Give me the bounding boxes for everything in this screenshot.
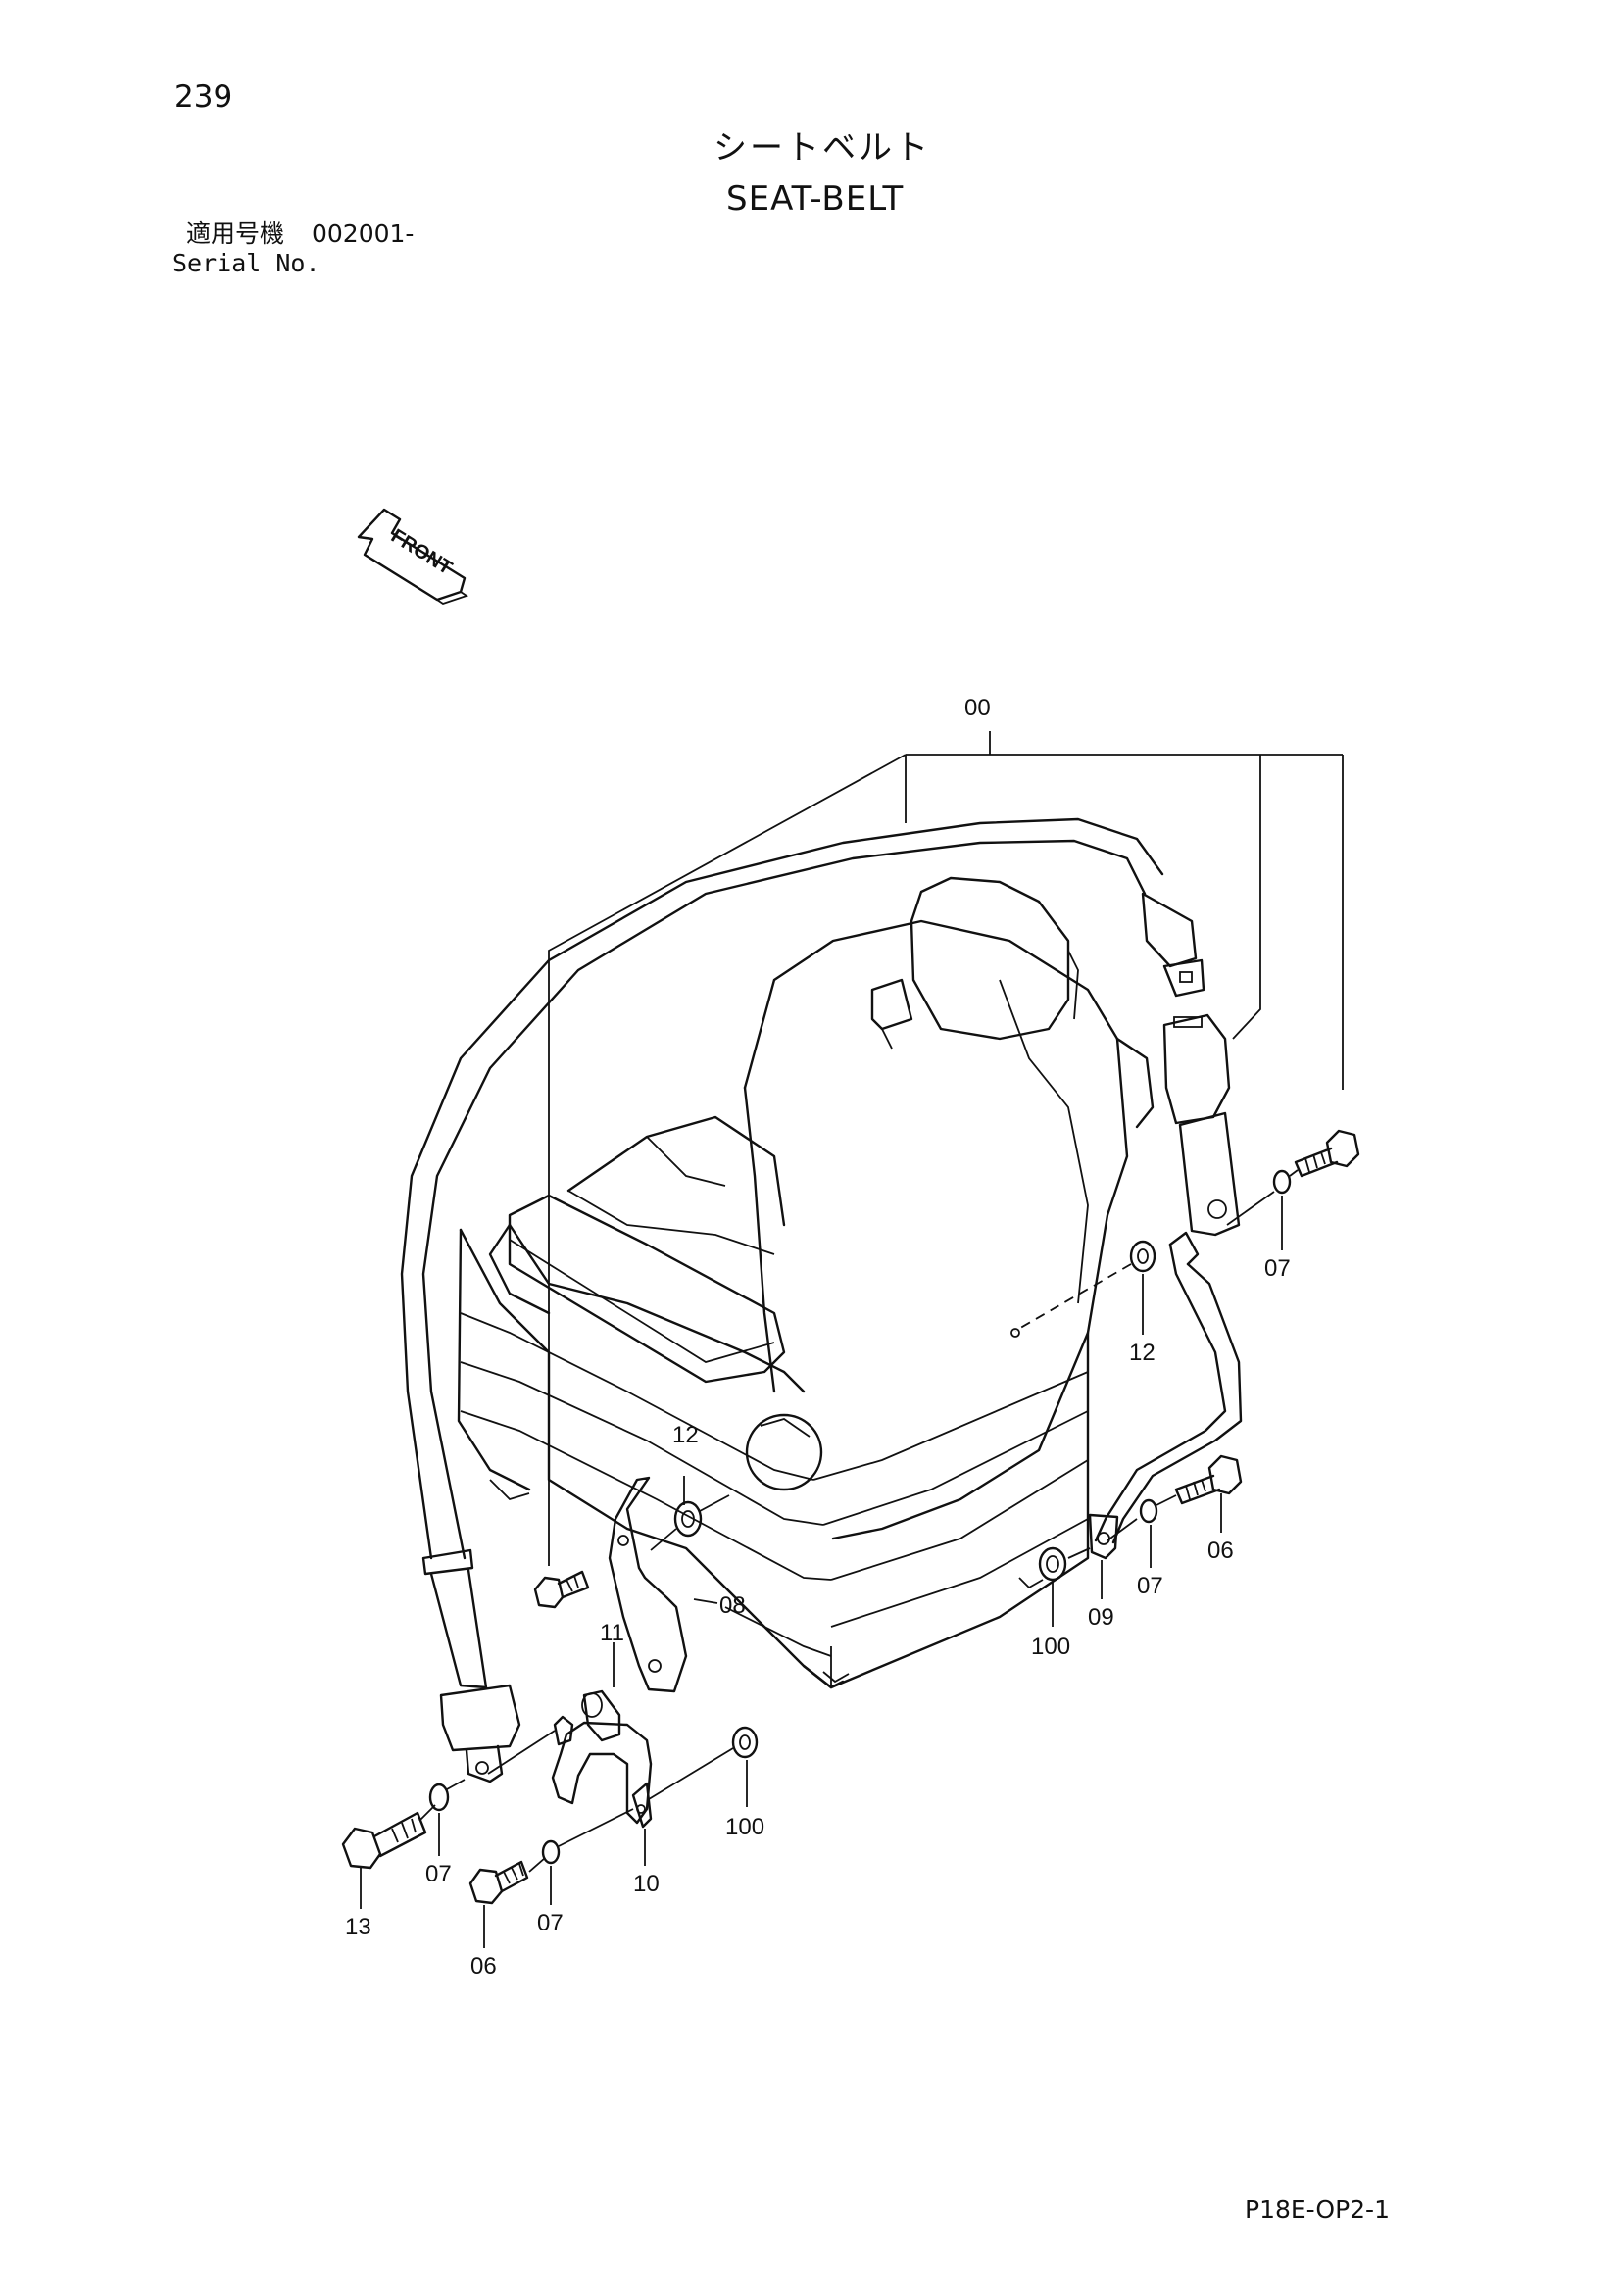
page-number: 239	[174, 79, 233, 115]
bracket-10	[551, 1715, 653, 1829]
washer-07-right-upper	[1272, 1169, 1292, 1195]
callout-12-left: 12	[672, 1422, 699, 1448]
callout-07-lower: 07	[537, 1910, 564, 1936]
bracket-08	[608, 1476, 688, 1693]
front-label: FRONT	[387, 525, 456, 579]
washer-07-left	[428, 1783, 450, 1812]
spacer-11	[581, 1689, 621, 1742]
bolt-06-lower	[468, 1860, 529, 1905]
callout-08: 08	[719, 1592, 746, 1619]
upper-belt-webbing	[400, 817, 1164, 1560]
title-japanese: シートベルト	[713, 128, 931, 168]
callout-07-left: 07	[425, 1861, 452, 1887]
right-lower-belt	[1088, 1231, 1243, 1560]
seat-backrest	[743, 876, 1155, 1540]
seat-armrest	[508, 1194, 823, 1491]
washer-07-lower	[541, 1839, 561, 1865]
assembly-leader-lines	[548, 754, 1344, 1566]
serial-number-value: 002001-	[312, 220, 415, 248]
callout-07-right-lower: 07	[1137, 1573, 1163, 1599]
callout-07-right-upper: 07	[1264, 1255, 1291, 1282]
serial-label-japanese: 適用号機	[186, 220, 285, 248]
washer-100-right	[1038, 1546, 1067, 1582]
callout-06-lower: 06	[470, 1953, 497, 1979]
washer-07-right-lower	[1139, 1498, 1158, 1524]
callout-06-right: 06	[1207, 1538, 1234, 1564]
page-code: P18E-OP2-1	[1245, 2195, 1390, 2223]
washer-100-left	[731, 1726, 759, 1759]
spacer-12-left	[673, 1500, 703, 1538]
front-arrow-icon: FRONT	[357, 508, 469, 605]
callout-100-right: 100	[1031, 1634, 1070, 1660]
callout-13: 13	[345, 1914, 371, 1940]
bolt-07-upper-right	[1294, 1129, 1360, 1178]
left-lower-belt	[421, 1548, 521, 1783]
callout-12-right: 12	[1129, 1340, 1156, 1366]
callout-100-left: 100	[725, 1814, 764, 1840]
seat-base	[457, 1228, 1090, 1689]
serial-label-english: Serial No.	[172, 249, 320, 277]
callout-00: 00	[964, 695, 991, 721]
callout-10: 10	[633, 1871, 660, 1897]
callout-11: 11	[600, 1620, 624, 1646]
spacer-12-right	[1129, 1240, 1156, 1273]
bolt-13	[341, 1811, 427, 1870]
belt-buckle	[1162, 1013, 1241, 1237]
bolt-00-left	[533, 1570, 590, 1609]
callout-leaders	[360, 731, 1299, 1948]
bolt-06-right	[1174, 1454, 1243, 1505]
callout-09: 09	[1088, 1604, 1114, 1631]
belt-tongue	[1141, 892, 1205, 998]
title-english: SEAT-BELT	[726, 179, 905, 219]
seat-cushion	[488, 1115, 806, 1393]
